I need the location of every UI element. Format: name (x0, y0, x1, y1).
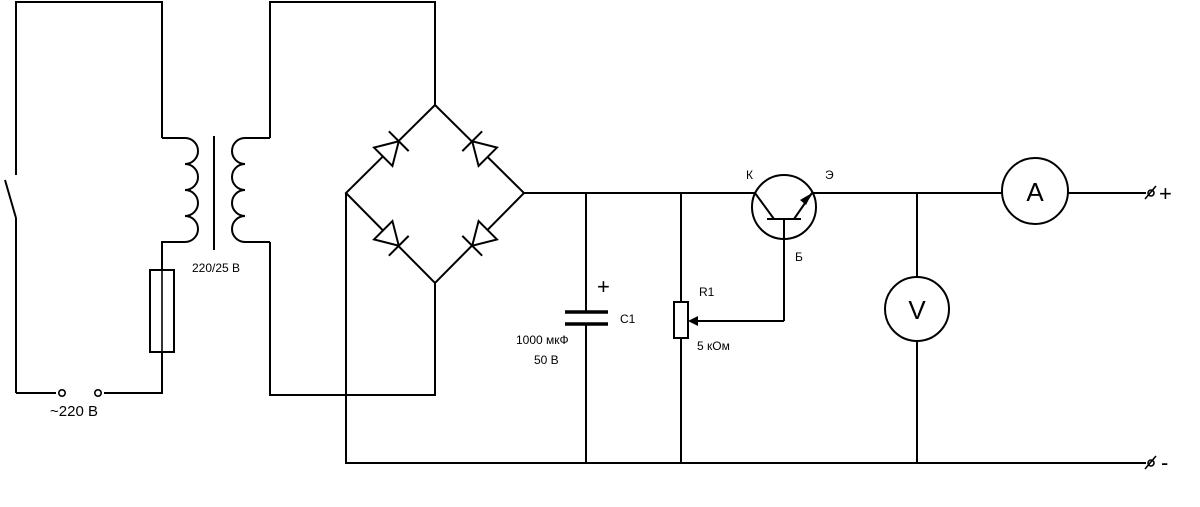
transformer-ratio-label: 220/25 В (192, 261, 240, 275)
resistor-value-label: 5 кОм (697, 339, 730, 353)
resistor-name-label: R1 (699, 285, 715, 299)
voltmeter-label: V (908, 295, 926, 325)
output-terminals: + - (1144, 181, 1172, 475)
output-plus-label: + (1159, 181, 1172, 206)
power-rails (345, 192, 1146, 464)
capacitor-c1: + C1 1000 мкФ 50 В (516, 193, 636, 463)
mains-label: ~220 В (50, 403, 98, 420)
emitter-label: Э (825, 168, 834, 182)
primary-winding (161, 137, 199, 248)
fuse (149, 248, 175, 353)
capacitor-name-label: C1 (620, 312, 636, 326)
mains-input: ~220 В (4, 1, 163, 420)
diode-d1 (372, 130, 410, 168)
potentiometer-r1: R1 5 кОм (673, 193, 784, 463)
secondary-winding (231, 137, 270, 243)
base-label: Б (795, 250, 803, 264)
diode-d2 (461, 130, 499, 168)
mains-terminal-right (94, 388, 103, 397)
output-minus-label: - (1161, 450, 1168, 475)
transistor-collector (754, 192, 775, 220)
voltmeter: V (884, 193, 950, 463)
diode-d4 (461, 219, 499, 257)
mains-terminal-left (57, 388, 66, 397)
diode-bridge (344, 104, 526, 285)
negative-rail (345, 193, 1146, 464)
transformer: 220/25 В (161, 1, 436, 396)
transistor: К Э Б (746, 168, 834, 321)
capacitor-voltage-label: 50 В (534, 353, 559, 367)
diode-d3 (372, 219, 410, 257)
capacitor-value-label: 1000 мкФ (516, 333, 569, 347)
mains-switch (4, 179, 17, 219)
capacitor-polarity-label: + (597, 274, 610, 299)
ammeter-label: A (1026, 177, 1044, 207)
ammeter: A (1001, 157, 1069, 225)
collector-label: К (746, 168, 753, 182)
